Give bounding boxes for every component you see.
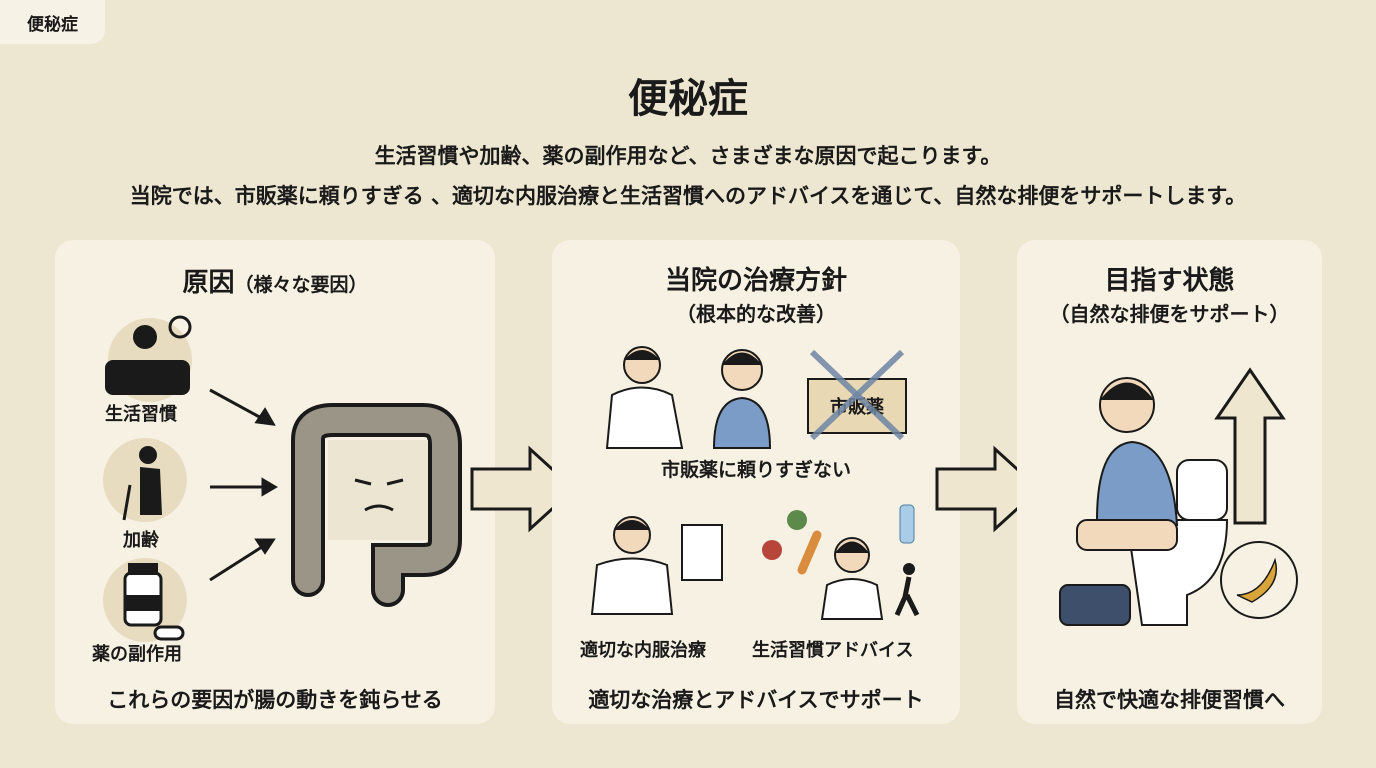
policy-subtitle: （根本的な改善） (676, 302, 836, 326)
cause-aging: 加齢 (123, 530, 159, 551)
elderly-icon (103, 438, 187, 522)
doctor-patient-icon (605, 346, 772, 449)
causes-title: 原因（様々な要因） (182, 268, 368, 298)
goal-panel: 目指す状態 （自然な排便をサポート） 自然で快適な排便習慣へ (1017, 240, 1322, 724)
cause-arrows (209, 388, 278, 582)
goal-subtitle: （自然な排便をサポート） (1049, 302, 1290, 326)
lifestyle-advice-icon (762, 504, 920, 620)
medicine-bottle-icon (103, 558, 187, 642)
doctor-prescription-icon (590, 516, 723, 615)
up-arrow-icon (1214, 367, 1286, 525)
healthy-stool-bubble-icon (1220, 541, 1298, 619)
lifestyle-icon (105, 315, 192, 402)
cross-icon (809, 349, 905, 441)
header-tab: 便秘症 (0, 0, 105, 44)
person-on-toilet-icon (1059, 377, 1229, 626)
policy-caption-left: 適切な内服治療 (580, 640, 706, 661)
causes-footer: これらの要因が腸の動きを鈍らせる (107, 688, 443, 712)
subtitle-line-2: 当院では、市販薬に頼りすぎる 、適切な内服治療と生活習慣へのアドバイスを通じて、… (129, 184, 1247, 208)
policy-caption-top: 市販薬に頼りすぎない (660, 459, 851, 481)
policy-panel: 当院の治療方針 （根本的な改善） 市販薬 市販薬に頼りすぎない 適切な内服治療 … (552, 240, 960, 724)
policy-caption-right: 生活習慣アドバイス (752, 640, 914, 661)
cause-medication: 薬の副作用 (92, 644, 182, 665)
policy-footer: 適切な治療とアドバイスでサポート (588, 688, 924, 712)
causes-panel: 原因（様々な要因） 生活習慣 加齢 薬の副作用 これらの要因が腸の動きを鈍らせる (55, 240, 495, 724)
colon-icon (291, 403, 462, 607)
subtitle-line-1: 生活習慣や加齢、薬の副作用など、さまざまな原因で起こります。 (374, 144, 1002, 168)
page-title: 便秘症 (628, 76, 748, 122)
goal-title: 目指す状態 (1104, 266, 1235, 296)
policy-title: 当院の治療方針 (664, 266, 847, 296)
goal-footer: 自然で快適な排便習慣へ (1054, 688, 1285, 712)
cause-lifestyle: 生活習慣 (105, 404, 177, 425)
